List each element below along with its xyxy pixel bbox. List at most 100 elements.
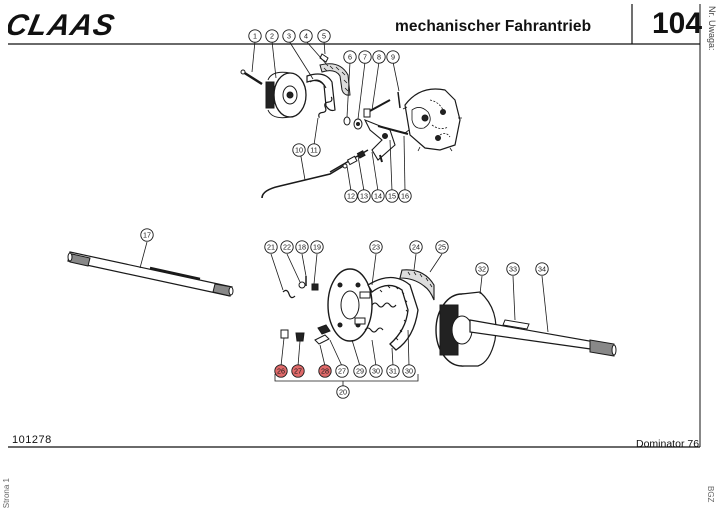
svg-text:21: 21 (267, 243, 275, 252)
svg-text:13: 13 (360, 192, 368, 201)
callout-3: 3 (282, 29, 296, 43)
svg-text:4: 4 (304, 32, 308, 41)
svg-text:17: 17 (143, 231, 151, 240)
left-margin-note: Strona 1 (2, 478, 11, 509)
svg-text:5: 5 (322, 32, 326, 41)
part-lining (319, 63, 351, 96)
svg-text:30: 30 (372, 367, 380, 376)
svg-text:27: 27 (338, 367, 346, 376)
svg-text:32: 32 (478, 265, 486, 274)
part-return-spring-lower (364, 327, 384, 333)
svg-text:25: 25 (438, 243, 446, 252)
svg-text:34: 34 (538, 265, 546, 274)
callout-8: 8 (372, 50, 386, 64)
svg-text:8: 8 (377, 53, 381, 62)
part-brake-shoe-lower (367, 276, 419, 351)
callout-16: 16 (398, 189, 412, 203)
logo-text: CLAAS (8, 9, 118, 40)
part-adjuster-lever (314, 334, 330, 345)
lower-assembly (67, 251, 617, 367)
svg-text:11: 11 (310, 146, 317, 155)
callout-5: 5 (317, 29, 331, 43)
document-number: 101278 (12, 434, 52, 446)
part-brake-drum (435, 291, 497, 367)
callout-1: 1 (248, 29, 262, 43)
part-lever (363, 118, 396, 161)
part-adjuster-block (295, 332, 305, 342)
callout-12: 12 (344, 189, 358, 203)
svg-text:24: 24 (412, 243, 420, 252)
callout-14: 14 (371, 189, 385, 203)
svg-text:22: 22 (283, 243, 291, 252)
svg-text:16: 16 (401, 192, 409, 201)
part-backing-plate (327, 268, 373, 342)
svg-text:28: 28 (321, 367, 329, 376)
callout-15: 15 (385, 189, 399, 203)
model-name: Dominator 76 (636, 438, 700, 450)
callout-7: 7 (358, 50, 372, 64)
part-washer-lower (298, 281, 306, 289)
callout-26: 26 (274, 364, 288, 378)
part-split-pin (397, 91, 401, 109)
side-note: Nr. Uwaga: (707, 6, 717, 51)
part-cable (261, 164, 346, 199)
callout-22: 22 (280, 240, 294, 254)
svg-text:23: 23 (372, 243, 380, 252)
svg-text:19: 19 (313, 243, 321, 252)
svg-text:33: 33 (509, 265, 517, 274)
right-margin-note: BGZ (706, 486, 715, 503)
svg-text:14: 14 (374, 192, 382, 201)
svg-text:26: 26 (277, 367, 285, 376)
upper-leaders (251, 40, 406, 192)
svg-text:18: 18 (298, 243, 306, 252)
part-lining-lower (399, 269, 435, 301)
svg-text:10: 10 (295, 146, 303, 155)
part-shaft (67, 251, 234, 297)
callout-18: 18 (295, 240, 309, 254)
part-spring (318, 96, 333, 118)
svg-text:1: 1 (253, 32, 257, 41)
callout-4: 4 (299, 29, 313, 43)
part-pin (240, 69, 263, 86)
svg-text:30: 30 (405, 367, 413, 376)
part-cable-end (329, 149, 369, 173)
svg-text:9: 9 (391, 53, 395, 62)
callout-27: 27 (291, 364, 305, 378)
callout-34: 34 (535, 262, 549, 276)
svg-text:27: 27 (294, 367, 302, 376)
callout-25: 25 (435, 240, 449, 254)
part-axle (469, 319, 617, 357)
svg-text:31: 31 (389, 367, 397, 376)
svg-text:3: 3 (287, 32, 291, 41)
callout-11: 11 (307, 143, 321, 157)
svg-text:20: 20 (339, 388, 347, 397)
part-drum (265, 71, 307, 119)
callout-6: 6 (343, 50, 357, 64)
part-small-bolt (379, 154, 383, 163)
callout-33: 33 (506, 262, 520, 276)
callout-21: 21 (264, 240, 278, 254)
callout-28: 28 (318, 364, 332, 378)
part-key (502, 319, 530, 330)
claas-logo: CLAAS (8, 9, 118, 40)
svg-text:7: 7 (363, 53, 367, 62)
part-clip (282, 289, 296, 299)
page-title: mechanischer Fahrantrieb (395, 18, 592, 35)
callout-17: 17 (140, 228, 154, 242)
callout-29: 29 (353, 364, 367, 378)
callout-32: 32 (475, 262, 489, 276)
callout-23: 23 (369, 240, 383, 254)
page-number: 104 (652, 7, 703, 40)
part-nut-lower (311, 283, 319, 291)
callout-27-second: 27 (335, 364, 349, 378)
part-nut (319, 53, 329, 63)
svg-text:12: 12 (347, 192, 355, 201)
lower-leaders (139, 241, 549, 386)
callout-2: 2 (265, 29, 279, 43)
svg-text:6: 6 (348, 53, 352, 62)
callout-30-first: 30 (369, 364, 383, 378)
callout-24: 24 (409, 240, 423, 254)
callout-9: 9 (386, 50, 400, 64)
